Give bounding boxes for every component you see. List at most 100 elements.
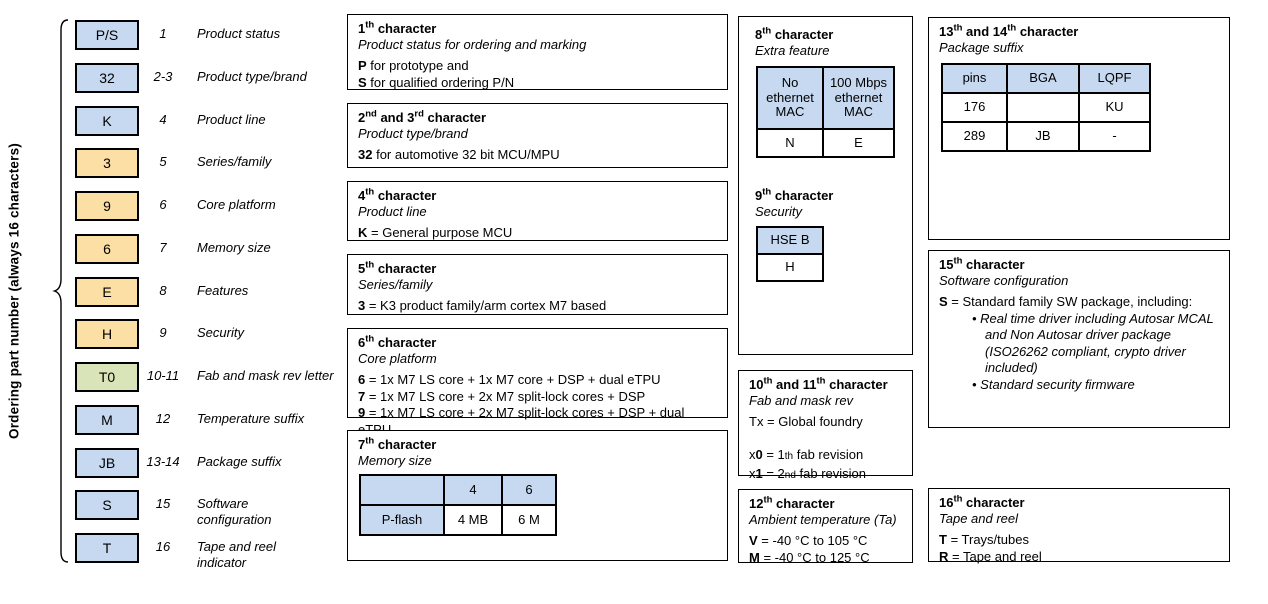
- char-8-9-description-box: 8th character Extra feature No ethernet …: [738, 16, 913, 355]
- text-segment: th: [763, 375, 773, 387]
- table-cell: KU: [1078, 92, 1151, 123]
- text-segment: character: [374, 21, 437, 36]
- position-number: 15: [155, 496, 171, 512]
- text-segment: = 1x M7 LS core + 1x M7 core + DSP + dua…: [365, 372, 661, 387]
- position-number: 12: [155, 410, 171, 426]
- box-title: 5th character: [358, 260, 717, 277]
- text-segment: •: [972, 310, 981, 326]
- text-segment: th: [365, 435, 375, 447]
- text-segment: 5: [358, 261, 366, 276]
- box-title: 1th character: [358, 20, 717, 37]
- position-label: Features: [197, 282, 249, 298]
- box-subtitle: Ambient temperature (Ta): [749, 512, 897, 527]
- box-subtitle: Package suffix: [939, 40, 1024, 55]
- position-label: Memory size: [197, 239, 271, 255]
- box-subtitle: Product type/brand: [358, 126, 468, 141]
- text-segment: for prototype and: [366, 58, 469, 73]
- table-cell: E: [822, 128, 895, 158]
- position-label: Temperature suffix: [197, 410, 305, 426]
- text-segment: and 14: [962, 24, 1008, 39]
- box-subtitle: Core platform: [358, 351, 437, 366]
- box-title: 13th and 14th character: [939, 23, 1219, 40]
- text-segment: for qualified ordering P/N: [366, 74, 515, 90]
- text-segment: character: [962, 257, 1025, 272]
- box-title: 6th character: [358, 334, 717, 351]
- text-segment: 13: [939, 24, 954, 39]
- code-box-char-4: K: [75, 105, 139, 136]
- text-line: T = Trays/tubes: [939, 532, 1219, 549]
- position-label: Fab and mask rev letter: [197, 368, 334, 383]
- text-segment: 6: [358, 335, 366, 350]
- position-number: 9: [159, 325, 167, 341]
- box-title: 12th character: [749, 495, 902, 512]
- box-subtitle: Series/family: [358, 277, 433, 292]
- text-segment: 3: [358, 298, 366, 313]
- box-title: 8th character: [755, 25, 896, 43]
- text-line: 3 = K3 product family/arm cortex M7 base…: [358, 298, 717, 315]
- text-line: • Standard security firmware: [939, 377, 1219, 394]
- box-subtitle: Product status for ordering and marking: [358, 37, 587, 52]
- text-line: x1 = 2nd fab revision: [749, 466, 902, 485]
- text-segment: = Tape and reel: [948, 548, 1042, 564]
- position-number: 4: [159, 111, 167, 127]
- text-segment: th: [816, 375, 826, 387]
- position-number: 5: [159, 154, 167, 170]
- position-label: Tape and reel indicator: [197, 539, 277, 570]
- text-segment: th: [762, 186, 772, 198]
- text-segment: = K3 product family/arm cortex M7 based: [365, 298, 607, 313]
- table-cell: 176: [941, 92, 1008, 123]
- table-cell: 289: [941, 121, 1008, 152]
- char-2-3-description-box: 2nd and 3rd character Product type/brand…: [347, 103, 728, 168]
- text-segment: character: [825, 377, 888, 392]
- text-line: 6 = 1x M7 LS core + 1x M7 core + DSP + d…: [358, 372, 717, 389]
- text-segment: x: [749, 447, 756, 462]
- text-segment: 12: [749, 496, 764, 511]
- text-segment: = General purpose MCU: [367, 225, 513, 240]
- box-title: 16th character: [939, 493, 1219, 511]
- position-number: 7: [159, 239, 167, 255]
- position-label: Product type/brand: [197, 68, 307, 84]
- text-segment: 8: [755, 27, 763, 42]
- text-segment: Tx = Global foundry: [749, 414, 863, 429]
- text-segment: th: [953, 493, 963, 505]
- text-segment: = 1x M7 LS core + 2x M7 split-lock cores…: [365, 388, 646, 404]
- text-segment: and 3: [376, 110, 415, 125]
- table-header-cell: pins: [941, 63, 1008, 94]
- char-1-description-box: 1th character Product status for orderin…: [347, 14, 728, 90]
- position-label: Package suffix: [197, 453, 282, 469]
- text-segment: character: [771, 27, 834, 42]
- text-segment: x: [749, 465, 756, 481]
- text-segment: = Standard family SW package, including:: [947, 294, 1193, 309]
- code-box-char-9: H: [75, 319, 139, 350]
- text-segment: 7: [358, 437, 366, 452]
- table-cell: -: [1078, 121, 1151, 152]
- text-segment: and 11: [772, 377, 817, 392]
- char-5-description-box: 5th character Series/family 3 = K3 produ…: [347, 254, 728, 315]
- text-segment: 32: [358, 147, 373, 162]
- char-10-11-description-box: 10th and 11th character Fab and mask rev…: [738, 370, 913, 481]
- text-segment: character: [374, 437, 437, 452]
- text-segment: character: [374, 188, 437, 203]
- text-segment: for automotive 32 bit MCU/MPU: [372, 147, 560, 162]
- text-segment: th: [762, 25, 772, 37]
- table-header-cell: 4: [443, 474, 503, 506]
- position-number: 13-14: [146, 453, 180, 469]
- code-box-char-1: P/S: [75, 20, 139, 50]
- table-header-cell: LQPF: [1078, 63, 1151, 94]
- text-segment: 1: [358, 21, 366, 36]
- text-segment: 6: [358, 372, 366, 387]
- table-header-cell: BGA: [1006, 63, 1080, 94]
- text-segment: K: [358, 225, 368, 240]
- table-header-cell: 100 Mbps ethernet MAC: [822, 66, 895, 130]
- ordering-part-number-vertical-title: Ordering part number (always 16 characte…: [6, 143, 22, 439]
